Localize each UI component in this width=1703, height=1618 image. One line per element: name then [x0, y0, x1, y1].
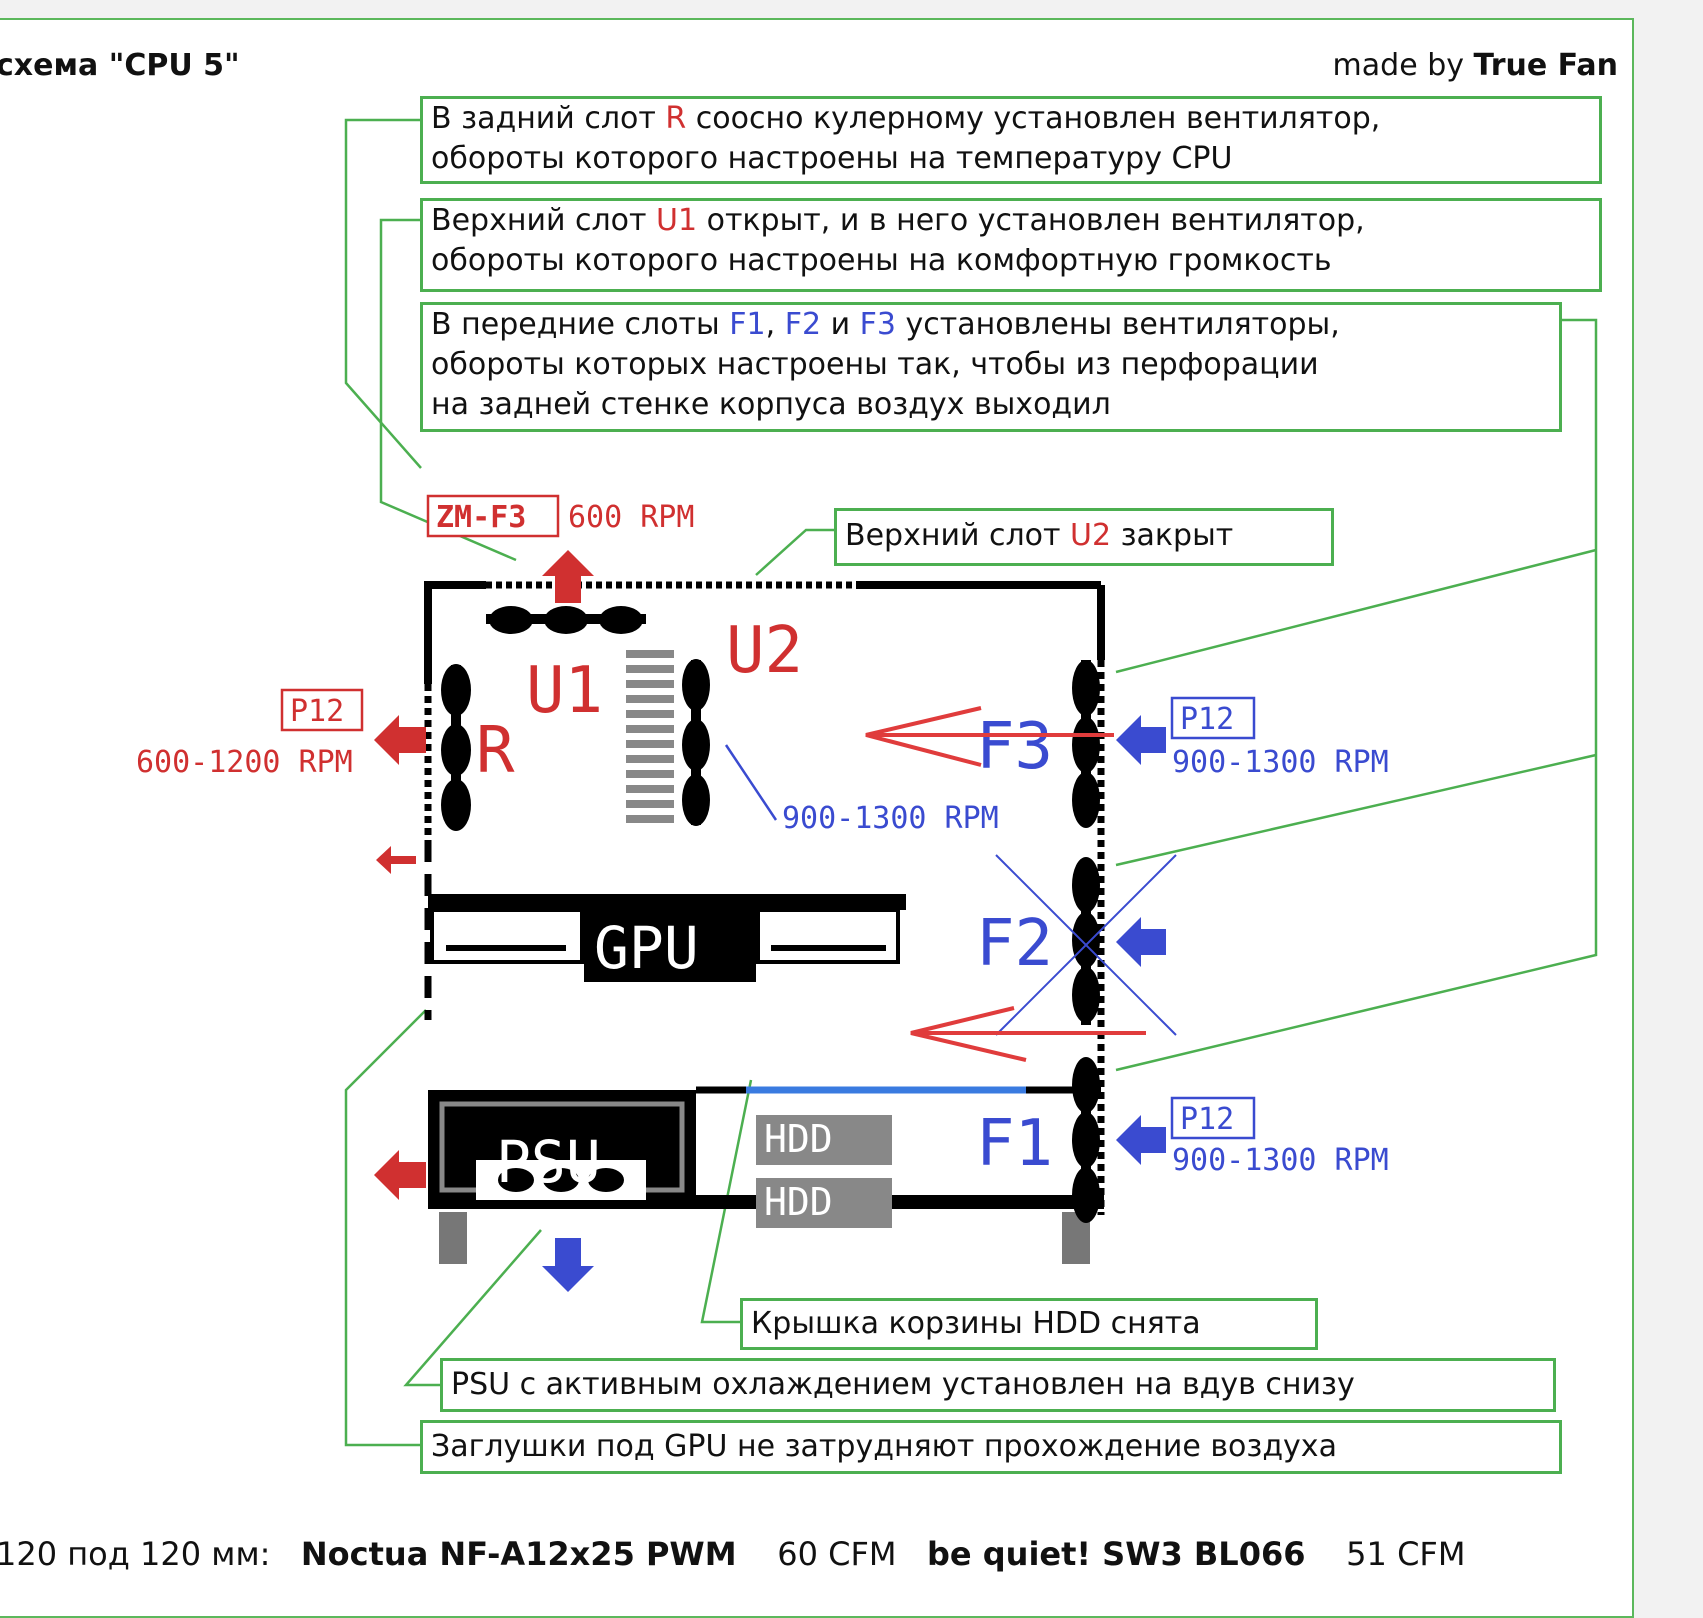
author-credit: made by True Fan [1333, 48, 1618, 83]
f2-disabled-cross [995, 854, 1177, 1036]
footer-fan1: Noctua NF-A12x25 PWM [300, 1535, 737, 1573]
fan-model-badge-top [426, 494, 560, 538]
note-text: Верхний слот [845, 518, 1071, 553]
fan-model-badge-f1 [1170, 1096, 1256, 1140]
arrow-intake-f2 [1116, 917, 1166, 967]
fan-rpm-cpu: 900-1300 RPM [782, 801, 999, 836]
fan-rpm-top: 600 RPM [568, 500, 694, 535]
fan-rpm-front-bottom: 900-1300 RPM [1172, 1143, 1389, 1178]
psu-label: PSU [496, 1128, 601, 1196]
fan-cpu [682, 659, 710, 826]
note-text: PSU с активным охлаждением установлен на… [451, 1367, 1355, 1402]
slot-label-r: R [665, 101, 687, 136]
note-text: Заглушки под GPU не затрудняют прохожден… [431, 1429, 1337, 1464]
fan-f1 [1072, 1057, 1100, 1223]
note-text: открыт, и в него установлен вентилятор, [697, 203, 1365, 238]
psu-unit [428, 1090, 696, 1200]
note-text: и [821, 307, 860, 342]
slot-label-u2: U2 [1070, 518, 1112, 553]
scheme-sheet: схема "CPU 5" made by True Fan В задний … [0, 18, 1634, 1618]
gpu-card [428, 894, 906, 982]
arrow-exhaust-rear [374, 715, 426, 765]
airflow-arrows [865, 706, 1146, 1062]
credit-prefix: made by [1332, 48, 1464, 83]
scheme-title: схема "CPU 5" [0, 48, 240, 83]
note-front-slots: В передние слоты F1, F2 и F3 установлены… [420, 302, 1562, 432]
note-text: соосно кулерному установлен вентилятор, [686, 101, 1381, 136]
fan-rpm-rear: 600-1200 RPM [136, 745, 353, 780]
slot-label-u2: U2 [726, 614, 803, 688]
fan-rear [441, 664, 471, 831]
note-text: обороты которых настроены так, чтобы из … [431, 347, 1319, 382]
fan-model-front-bottom: P12 [1180, 1102, 1234, 1137]
fan-spec-footer: 120 под 120 мм: Noctua NF-A12x25 PWM 60 … [0, 1535, 1465, 1573]
fan-f3 [1072, 660, 1100, 828]
slot-label-u1: U1 [656, 203, 698, 238]
note-text: В задний слот [431, 101, 666, 136]
footer-fan1-cfm: 60 CFM [777, 1535, 897, 1573]
fan-model-front-top: P12 [1180, 702, 1234, 737]
arrow-exhaust-small [376, 846, 416, 874]
fan-rpm-front-top: 900-1300 RPM [1172, 745, 1389, 780]
note-text: В передние слоты [431, 307, 730, 342]
note-psu: PSU с активным охлаждением установлен на… [440, 1358, 1556, 1412]
note-text: обороты которого настроены на температур… [431, 141, 1233, 176]
note-text: закрыт [1111, 518, 1234, 553]
footer-fan2: be quiet! SW3 BL066 [927, 1535, 1306, 1573]
note-rear-slot: В задний слот R соосно кулерному установ… [420, 96, 1602, 184]
arrow-intake-psu [542, 1238, 594, 1292]
cpu-fan-pointer [724, 744, 778, 821]
slot-label-f3: F3 [976, 710, 1053, 784]
footer-prefix: 120 под 120 мм: [0, 1535, 271, 1573]
fan-model-badge-rear [280, 688, 364, 732]
slot-label-f3: F3 [859, 307, 896, 342]
note-text: на задней стенке корпуса воздух выходил [431, 387, 1111, 422]
note-gpu-plugs: Заглушки под GPU не затрудняют прохожден… [420, 1420, 1562, 1474]
arrow-exhaust-psu [374, 1150, 426, 1200]
note-text: Верхний слот [431, 203, 657, 238]
note-hdd-cover: Крышка корзины HDD снята [740, 1298, 1318, 1350]
fan-model-badge-f3 [1170, 696, 1256, 740]
arrow-intake-f1 [1116, 1115, 1166, 1165]
slot-label-r: R [476, 714, 515, 788]
gpu-label: GPU [594, 914, 699, 982]
slot-label-u1: U1 [526, 654, 603, 728]
hdd-label-2: HDD [764, 1180, 833, 1224]
note-text: обороты которого настроены на комфортную… [431, 243, 1332, 278]
fan-u1 [486, 606, 646, 634]
cpu-cooler-fins [626, 650, 674, 823]
note-top-slot-u1: Верхний слот U1 открыт, и в него установ… [420, 198, 1602, 292]
credit-author: True Fan [1473, 48, 1618, 83]
hdd-label-1: HDD [764, 1117, 833, 1161]
note-text: установлены вентиляторы, [895, 307, 1340, 342]
slot-label-f2: F2 [976, 907, 1053, 981]
pc-case [424, 581, 1105, 1264]
note-text: Крышка корзины HDD снята [751, 1306, 1201, 1341]
hdd-drives [756, 1115, 892, 1228]
note-text: , [765, 307, 785, 342]
note-top-slot-u2: Верхний слот U2 закрыт [834, 508, 1334, 566]
footer-fan2-cfm: 51 CFM [1346, 1535, 1466, 1573]
fan-f2 [1072, 857, 1100, 1025]
fan-model-rear: P12 [290, 694, 344, 729]
slot-label-f1: F1 [729, 307, 766, 342]
slot-label-f1: F1 [976, 1107, 1053, 1181]
fan-model-top: ZM-F3 [436, 500, 526, 535]
slot-label-f2: F2 [784, 307, 822, 342]
arrow-intake-f3 [1116, 715, 1166, 765]
arrow-exhaust-top [542, 550, 594, 603]
